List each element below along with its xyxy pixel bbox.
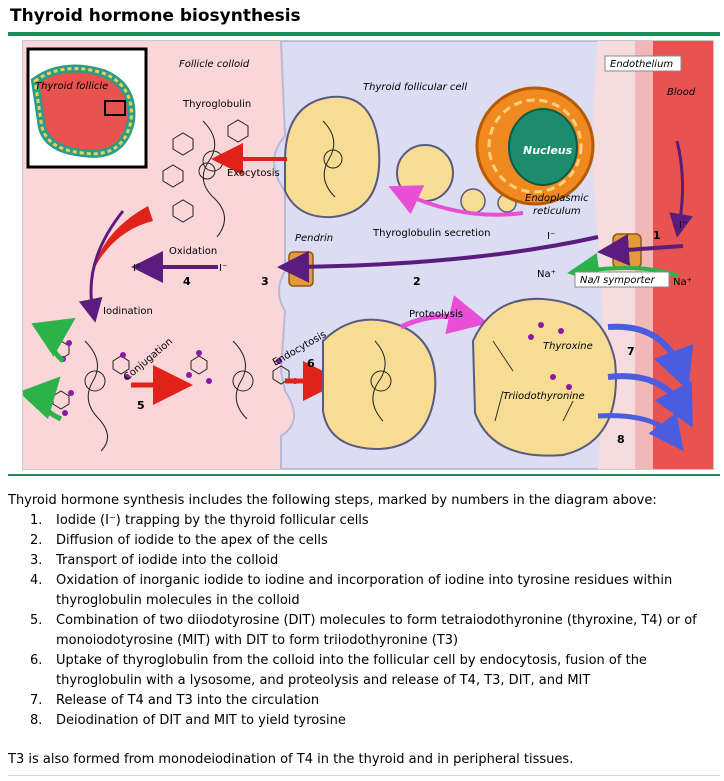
step-index: 2. (30, 533, 43, 548)
iodide-diffusion-arrow (277, 235, 599, 283)
endothelium-tag (604, 55, 682, 72)
diagram: Thyroid follicle Follicle colloid Thyroi… (22, 40, 714, 470)
symporter-tag (574, 271, 670, 288)
sodium-blood-label: Na⁺ (673, 277, 692, 288)
triiodothyronine-label: Triiodothyronine (503, 391, 585, 402)
thyroxine-label: Thyroxine (543, 341, 593, 352)
iodination-wedge (93, 206, 153, 271)
deiodination-arrow (597, 412, 684, 451)
thyroglobulin-secretion-label: Thyroglobulin secretion (372, 228, 490, 239)
nucleus: Nucleus (475, 86, 595, 206)
step-number-1: 1 (653, 229, 661, 242)
step-index: 4. (30, 573, 43, 588)
list-item: 1. Iodide (I⁻) trapping by the thyroid fo… (30, 511, 720, 531)
blood-label: Blood (667, 87, 696, 98)
blood-iodide-arrow (669, 140, 693, 238)
step-index: 8. (30, 713, 43, 728)
step-numbers: 1 2 3 4 5 6 7 8 (137, 229, 661, 446)
diagram-canvas: Thyroid follicle Follicle colloid Thyroi… (23, 41, 713, 469)
step-number-7: 7 (627, 345, 635, 358)
conjugation-arrow-bottom (23, 376, 63, 422)
exocytosis-vesicle (284, 95, 381, 219)
endothelium-label: Endothelium (610, 59, 673, 70)
step-text: Oxidation of inorganic iodide to iodine … (56, 573, 673, 608)
secretion-arrow (388, 185, 524, 217)
thyroxine-release-arrow (607, 323, 694, 391)
list-item: 7. Release of T4 and T3 into the circulat… (30, 691, 720, 711)
step-number-4: 4 (183, 275, 191, 288)
step-text: Uptake of thyroglobulin from the colloid… (56, 653, 647, 688)
step-index: 3. (30, 553, 43, 568)
follicular-cell-label: Thyroid follicular cell (363, 82, 467, 93)
sodium-arrow (567, 253, 679, 285)
iodination-label: Iodination (103, 306, 153, 317)
step-number-6: 6 (307, 357, 315, 370)
thyroid-follicle-label: Thyroid follicle (35, 81, 108, 92)
exocytosis-label: Exocytosis (227, 168, 280, 179)
iodine-atoms-lysosome (528, 322, 572, 390)
list-item: 5. Combination of two diiodotyrosine (DIT… (30, 611, 720, 651)
t3-release-arrow (607, 373, 693, 428)
step-text: Deiodination of DIT and MIT to yield tyr… (56, 713, 346, 728)
step-text: Transport of iodide into the colloid (56, 553, 279, 568)
step-number-5: 5 (137, 399, 145, 412)
pendrin-channel (288, 251, 314, 287)
step-index: 5. (30, 613, 43, 628)
step-text: Iodide (I⁻) trapping by the thyroid foll… (56, 513, 369, 528)
page-title: Thyroid hormone biosynthesis (10, 6, 301, 26)
conjugation-arrow-top (31, 317, 76, 363)
endocytic-vesicle (322, 318, 437, 451)
step-index: 7. (30, 693, 43, 708)
footer-rule (8, 775, 720, 776)
step-number-2: 2 (413, 275, 421, 288)
blood-iodide-label: I⁻ (679, 220, 687, 231)
pendrin-label: Pendrin (295, 233, 333, 244)
step-number-8: 8 (617, 433, 625, 446)
footer-note: T3 is also formed from monodeiodination … (8, 752, 574, 767)
list-item: 3. Transport of iodide into the colloid (30, 551, 720, 571)
endothelium-wall (635, 41, 653, 469)
caption: Thyroid hormone synthesis includes the f… (8, 493, 657, 508)
list-item: 8. Deiodination of DIT and MIT to yield t… (30, 711, 720, 731)
list-item: 4. Oxidation of inorganic iodide to iodin… (30, 571, 720, 611)
step-number-3: 3 (261, 275, 269, 288)
iodide-apex-label: I⁻ (547, 231, 555, 242)
proteolysis-label: Proteolysis (409, 309, 463, 320)
iodide-colloid-label: I⁻ (219, 263, 227, 274)
iodine-label: I⁰ (133, 263, 140, 274)
symporter-label: Na/I symporter (580, 275, 656, 286)
follicle-colloid-label: Follicle colloid (179, 59, 250, 70)
nucleus-label: Nucleus (523, 144, 573, 157)
sodium-cell-label: Na⁺ (537, 269, 556, 280)
step-text: Diffusion of iodide to the apex of the c… (56, 533, 328, 548)
er-label-line2: reticulum (533, 206, 581, 217)
list-item: 2. Diffusion of iodide to the apex of the… (30, 531, 720, 551)
thyroid-follicle-inset: Thyroid follicle (26, 47, 148, 169)
iodide-trapping-arrow (597, 233, 684, 266)
title-rule (8, 32, 720, 36)
list-item: 6. Uptake of thyroglobulin from the collo… (30, 651, 720, 691)
caption-rule (8, 474, 720, 476)
step-text: Combination of two diiodotyrosine (DIT) … (56, 613, 697, 648)
iodination-arrow (78, 210, 125, 323)
step-text: Release of T4 and T3 into the circulatio… (56, 693, 320, 708)
step-index: 6. (30, 653, 43, 668)
steps-list: 1. Iodide (I⁻) trapping by the thyroid fo… (30, 511, 720, 731)
oxidation-label: Oxidation (169, 246, 217, 257)
proteolysis-arrow (399, 295, 489, 335)
step-index: 1. (30, 513, 43, 528)
er-label-line1: Endoplasmic (525, 193, 589, 204)
lysosome (471, 297, 617, 457)
thyroglobulin-label: Thyroglobulin (182, 99, 251, 110)
